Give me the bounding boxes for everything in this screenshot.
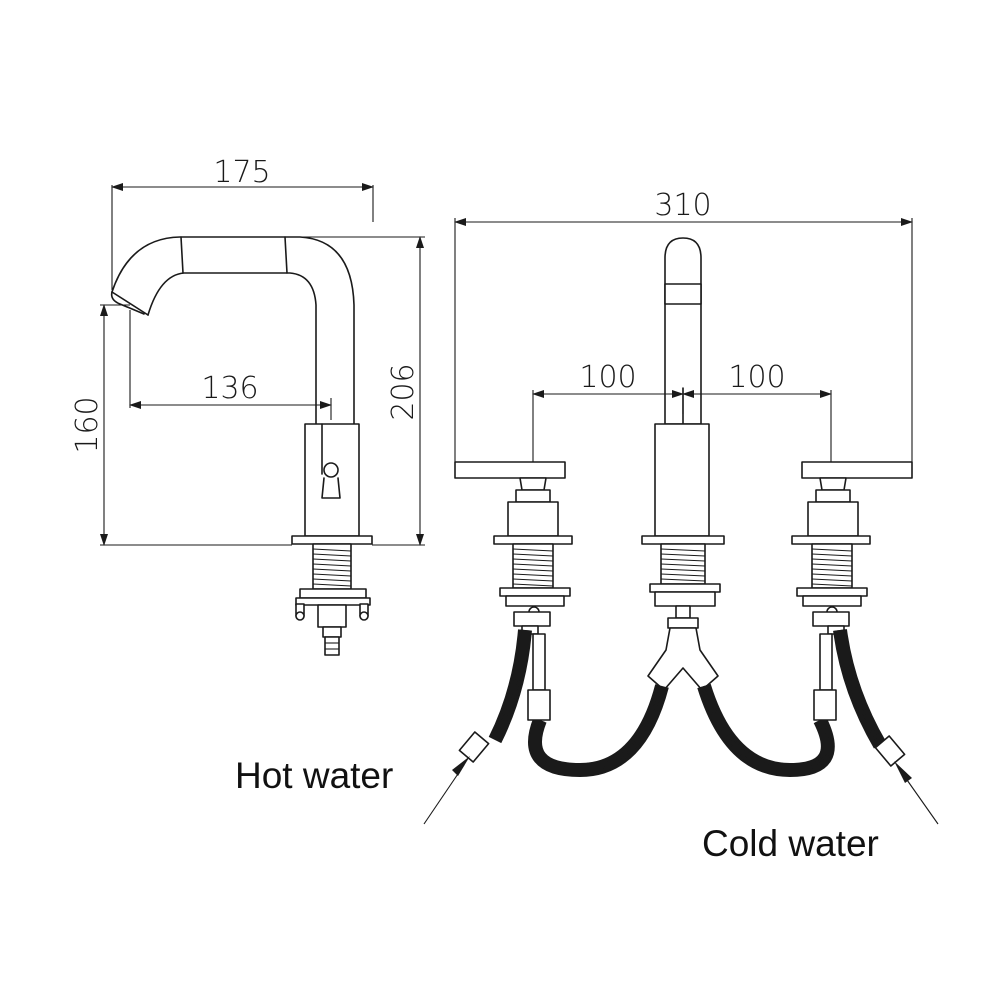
cold-inlet-arrow [894,761,939,825]
dim-label-100-left: 100 [579,360,636,395]
dim-160: 160 [70,304,292,546]
side-view: 175 136 160 206 [70,155,425,656]
dim-100-right: 100 [682,360,832,462]
hot-valve [454,461,573,635]
side-body [291,423,373,545]
dim-label-206: 206 [386,363,421,420]
dim-310: 310 [454,188,913,462]
hot-inlet-arrow [423,756,470,825]
dim-label-100-right: 100 [728,360,785,395]
dim-label-175: 175 [213,155,270,190]
cold-water-label: Cold water [702,823,879,864]
dim-175: 175 [111,155,374,290]
dim-206: 206 [300,236,425,546]
hot-water-label: Hot water [235,755,393,796]
braided-hoses [458,629,906,778]
front-spout [641,237,725,691]
dim-label-136: 136 [201,371,258,406]
side-shank [295,543,371,656]
dim-label-310: 310 [654,188,711,223]
cold-valve [791,461,913,635]
front-view: 310 100 100 [423,188,939,825]
dim-label-160: 160 [70,396,105,453]
dim-136: 136 [129,310,332,420]
